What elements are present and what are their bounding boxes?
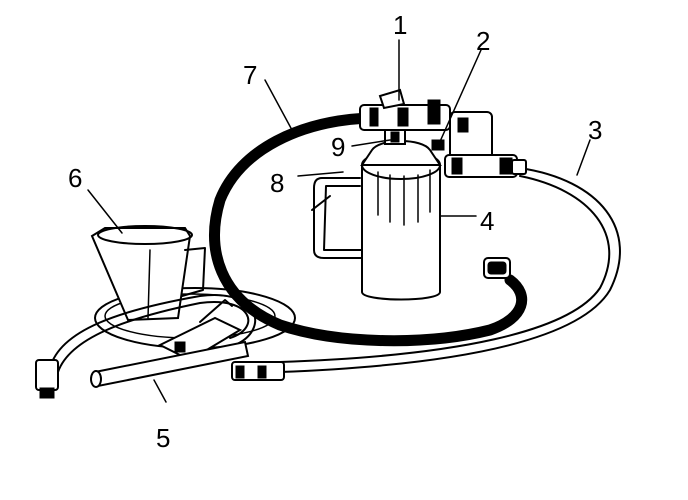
canister (311, 140, 442, 301)
callout-4: 4 (480, 206, 495, 236)
valve-lever (378, 88, 406, 110)
callout-9: 9 (331, 132, 346, 162)
valve-head (359, 88, 527, 178)
drain-hose (35, 293, 256, 399)
callout-6: 6 (68, 163, 83, 193)
leader-3 (576, 139, 591, 176)
callout-1: 1 (393, 10, 408, 40)
leader-7 (264, 79, 293, 131)
drain-hose-fitting (35, 359, 59, 391)
pressure-hose (209, 112, 528, 347)
measuring-cup (90, 225, 206, 322)
leader-6 (87, 189, 123, 234)
supply-hose (231, 167, 621, 381)
pressure-hose-end-fitting (483, 257, 511, 279)
leader-8 (297, 171, 344, 177)
adapter-tube (90, 340, 250, 388)
leader-5 (153, 379, 167, 403)
callout-2: 2 (476, 26, 491, 56)
callout-5: 5 (156, 423, 171, 453)
regulator-block (449, 111, 493, 161)
leader-lines (87, 39, 591, 403)
callout-7: 7 (243, 60, 258, 90)
callout-8: 8 (270, 168, 285, 198)
callout-3: 3 (588, 115, 603, 145)
leader-9 (351, 139, 391, 147)
supply-hose-fitting (231, 361, 285, 381)
leader-2 (437, 49, 482, 147)
